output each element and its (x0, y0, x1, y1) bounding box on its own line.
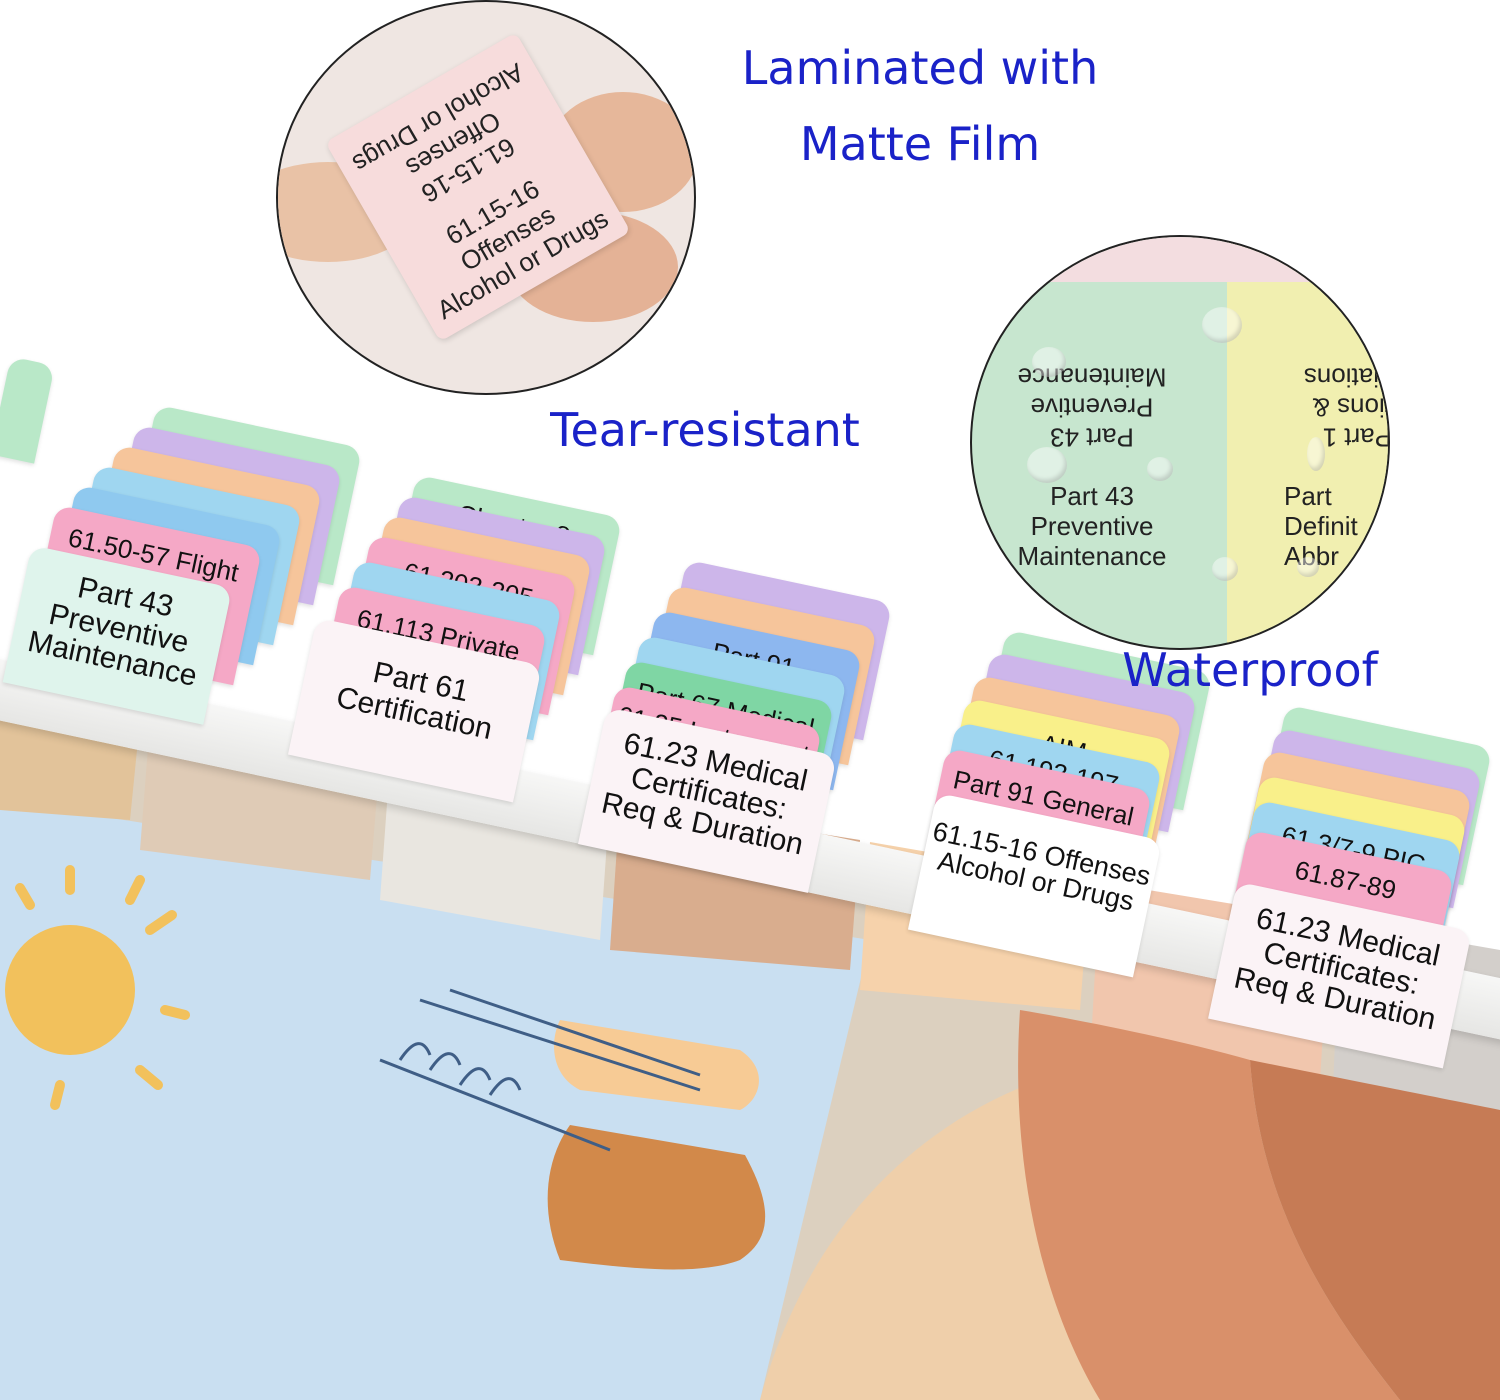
water-droplet (1027, 447, 1067, 483)
yellow-text-upside: Part 1 tions & viations (1303, 362, 1390, 453)
green-text: Part 43 Preventive Maintenance (1017, 481, 1167, 571)
feature-waterproof: Waterproof (1122, 643, 1378, 697)
yellow-tab (1227, 237, 1388, 648)
water-droplet (1297, 557, 1319, 577)
tear-closeup: 61.15-16 Offenses Alcohol or Drugs 61.15… (276, 0, 696, 395)
waterproof-closeup: Part 43 Preventive Maintenance Part 43 P… (970, 235, 1390, 650)
pink-strip (972, 237, 1388, 282)
feature-tear-resistant: Tear-resistant (550, 403, 860, 457)
water-droplet (1202, 307, 1242, 343)
water-droplet (1212, 557, 1238, 581)
water-droplet (1147, 457, 1173, 481)
feature-laminated-line2: Matte Film (799, 117, 1041, 171)
feature-laminated-line1: Laminated with (741, 41, 1099, 95)
water-droplet (1307, 437, 1325, 471)
feature-laminated: Laminated with Matte Film (700, 30, 1140, 182)
back-tab[interactable] (0, 356, 55, 464)
water-droplet (1032, 347, 1066, 377)
yellow-text: Part Definit Abbr (1284, 481, 1358, 571)
green-text-upside: Part 43 Preventive Maintenance (1017, 362, 1167, 453)
